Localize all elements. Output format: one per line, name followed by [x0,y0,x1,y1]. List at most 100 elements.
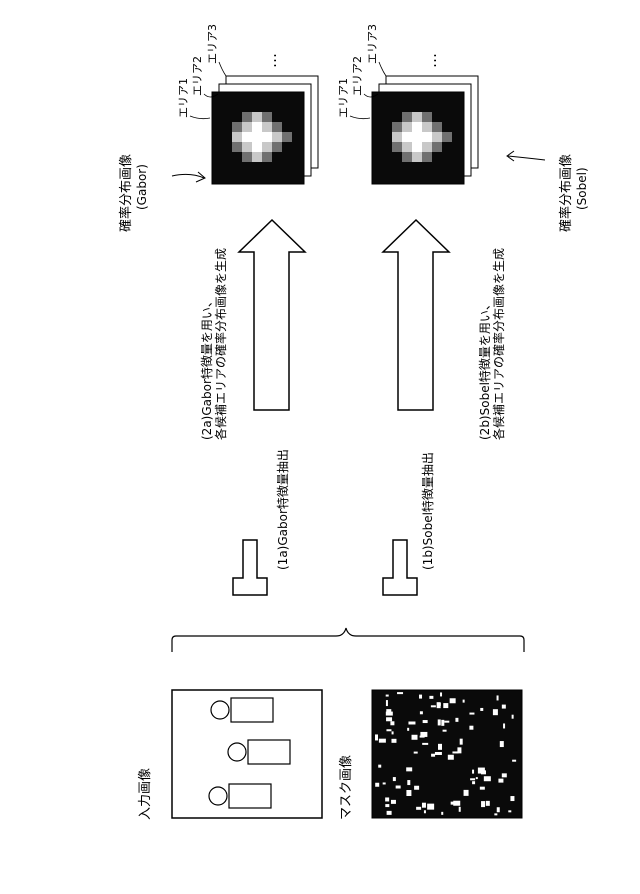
mask-speckle [480,708,483,711]
mask-speckle [463,700,465,703]
gabor-area3-label: エリア3 [206,24,219,64]
mask-speckle [386,729,391,731]
blob-pixel [232,142,242,152]
mask-speckle [457,747,461,753]
mask-speckle [459,807,461,812]
gabor-area1-label: エリア1 [177,78,190,118]
mask-speckle [431,754,435,757]
sobel-area2-label: エリア2 [351,56,364,96]
prob-sobel-label-line2: (Sobel) [575,167,589,210]
mask-speckle [448,755,454,760]
mask-speckle [480,787,485,790]
blob-pixel [282,132,292,142]
mask-speckle [438,744,442,750]
sobel-area3-label: エリア3 [366,24,379,64]
step-2b-line2: 各候補エリアの確率分布画像を生成 [491,248,506,440]
grouping-brace [172,628,524,652]
mask-speckle [443,730,447,732]
mask-speckle [455,718,458,722]
blob-pixel [252,152,262,162]
mask-speckle [444,721,449,723]
blob-pixel [402,152,412,162]
mask-speckle [502,773,507,777]
input-image-panel [172,690,322,818]
gabor-area2-label: エリア2 [191,56,204,96]
blob-pixel [252,142,262,152]
blob-pixel [412,122,422,132]
blob-pixel [442,132,452,142]
blob-pixel [422,112,432,122]
mask-speckle [484,776,491,781]
gabor-ellipsis: … [262,53,280,68]
mask-speckle [379,739,386,743]
mask-speckle [408,721,415,724]
blob-pixel [432,132,442,142]
mask-speckle [416,807,421,810]
mask-speckle [508,810,511,812]
mask-speckle [406,767,412,771]
mask-speckle [493,709,498,715]
prob-gabor-label-line2: (Gabor) [135,164,149,210]
mask-speckle [512,715,514,719]
prob-stack-gabor [212,76,318,184]
small-arrow-1b [383,540,417,595]
blob-pixel [252,112,262,122]
sobel-area1-label: エリア1 [337,78,350,118]
mask-speckle [391,800,396,804]
mask-speckle [502,705,506,709]
blob-pixel [412,142,422,152]
mask-speckle [386,717,392,721]
prob-sobel-pointer [508,156,545,160]
mask-speckle [472,770,474,774]
mask-speckle [478,768,485,774]
mask-speckle [407,728,409,731]
blob-pixel [422,152,432,162]
prob-stack-sobel [372,76,478,184]
mask-speckle [414,786,419,790]
mask-speckle [420,732,427,737]
mask-speckle [390,721,394,725]
blob-pixel [412,112,422,122]
mask-speckle [386,709,391,712]
blob-pixel [392,132,402,142]
mask-speckle [500,741,504,747]
mask-speckle [386,695,389,697]
blob-pixel [422,122,432,132]
mask-speckle [422,743,428,745]
blob-pixel [242,112,252,122]
mask-speckle [503,723,505,728]
mask-speckle [510,796,514,801]
blob-pixel [262,132,272,142]
mask-speckle [464,790,469,796]
mask-speckle [440,692,442,696]
blob-pixel [252,132,262,142]
blob-pixel [272,142,282,152]
mask-speckle [422,803,426,808]
blob-pixel [232,122,242,132]
mask-image-panel [372,690,522,818]
step-1a-label: (1a)Gabor特徴量抽出 [275,449,290,570]
mask-speckle [450,698,456,703]
mask-speckle [512,760,516,762]
mask-speckle [378,765,381,768]
mask-speckle [497,807,500,812]
mask-speckle [469,726,473,730]
mask-speckle [429,696,433,699]
mask-speckle [375,734,378,740]
mask-speckle [385,804,389,807]
blob-pixel [402,112,412,122]
mask-speckle [438,719,441,725]
blob-pixel [422,132,432,142]
mask-speckle [414,752,418,754]
blob-pixel [402,142,412,152]
step-2a-line2: 各候補エリアの確率分布画像を生成 [213,248,228,440]
mask-speckle [424,810,426,813]
mask-speckle [396,786,401,789]
blob-pixel [392,122,402,132]
blob-pixel [272,122,282,132]
mask-speckle [498,779,503,783]
blob-pixel [392,142,402,152]
blob-pixel [262,122,272,132]
step-1b-label: (1b)Sobel特徴量抽出 [420,452,435,570]
mask-speckle [441,720,444,726]
